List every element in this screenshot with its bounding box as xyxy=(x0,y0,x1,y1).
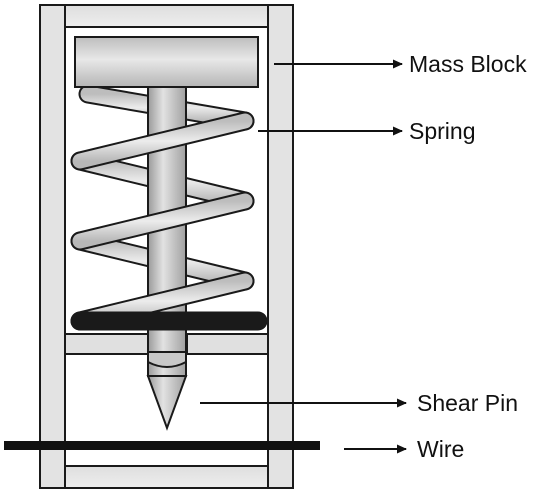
callout-arrows xyxy=(200,64,406,449)
spring-label: Spring xyxy=(409,118,475,144)
spring-seat-right xyxy=(186,333,269,355)
spring-seat-left xyxy=(64,333,150,355)
shear-pin-tip xyxy=(146,375,188,431)
mass-block xyxy=(74,36,259,88)
wire xyxy=(4,441,320,450)
housing xyxy=(39,4,294,489)
shear-pin-collar xyxy=(147,351,187,368)
housing-left-wall xyxy=(39,4,66,489)
mass-block-label: Mass Block xyxy=(409,51,527,77)
housing-bottom-cap xyxy=(64,465,269,489)
shear-pin-label: Shear Pin xyxy=(417,390,518,416)
wire-label: Wire xyxy=(417,436,464,462)
housing-right-wall xyxy=(267,4,294,489)
housing-top-cap xyxy=(64,4,269,28)
shear-pin xyxy=(146,61,188,431)
spring-front-coils xyxy=(70,111,268,331)
